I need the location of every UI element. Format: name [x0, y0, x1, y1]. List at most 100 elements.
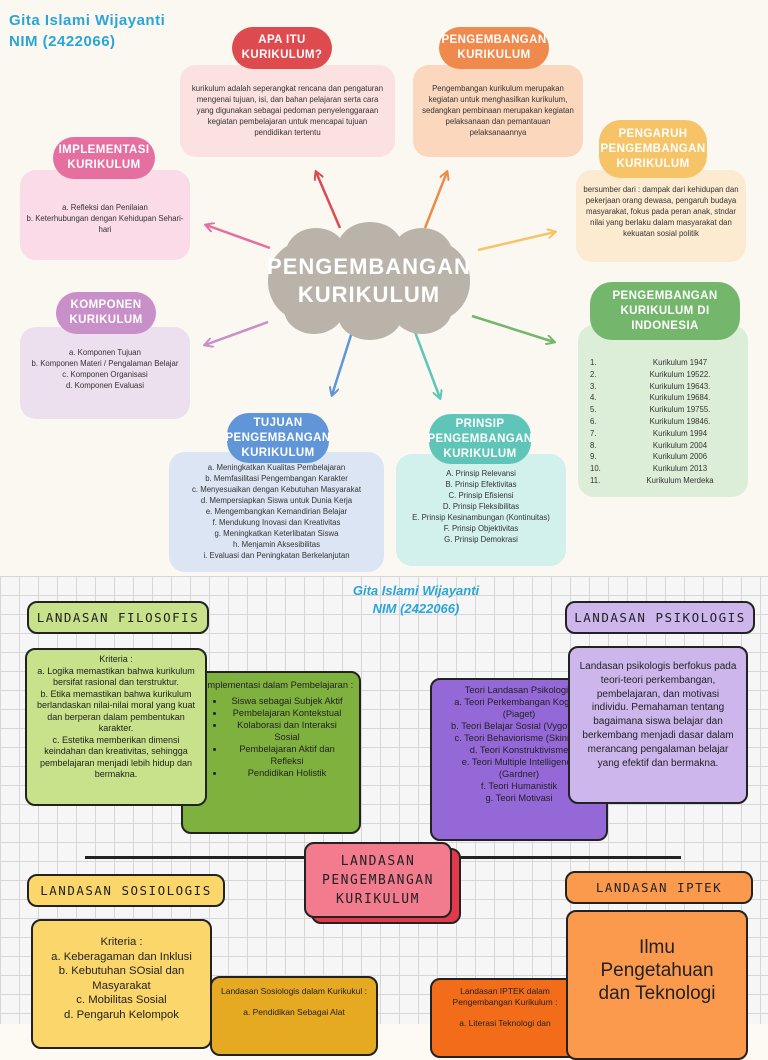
psikologis-header: LANDASAN PSIKOLOGIS — [565, 601, 755, 634]
mindmap-arrows — [0, 0, 768, 576]
sosiologis-header: LANDASAN SOSIOLOGIS — [27, 874, 225, 907]
apa-itu-title: APA ITU KURIKULUM? — [232, 27, 332, 69]
filosofis-impl-box: Implementasi dalam Pembelajaran : Siswa … — [181, 671, 361, 834]
arrow-tujuan — [332, 331, 354, 395]
psikologis-teori-title: Teori Landasan Psikologi : — [464, 685, 574, 695]
tujuan-item: c. Menyesuaikan dengan Kebutuhan Masyara… — [191, 485, 362, 494]
tujuan-item: i. Evaluasi dan Peningkatan Berkelanjuta… — [203, 551, 350, 560]
prinsip-item: D. Prinsip Fleksibilitas — [442, 502, 520, 511]
implementasi-item: b. Keterhubungan dengan Kehidupan Sehari… — [26, 214, 184, 234]
psikologis-teori-item: f. Teori Humanistik — [480, 781, 558, 791]
komponen-item: a. Komponen Tujuan — [69, 348, 141, 357]
indonesia-list-item: 9. Kurikulum 2006 — [590, 451, 730, 463]
author-nim-2: NIM (2422066) — [372, 601, 460, 616]
prinsip-item: E. Prinsip Kesinambungan (Kontinuitas) — [412, 513, 550, 522]
psikologis-teori-item: g. Teori Motivasi — [485, 793, 553, 803]
indonesia-list-item: 8. Kurikulum 2004 — [590, 440, 730, 452]
tujuan-item: a. Meningkatkan Kualitas Pembelajaran — [207, 463, 346, 472]
indonesia-list-item: 7. Kurikulum 1994 — [590, 428, 730, 440]
indonesia-list-item: 5.Kurikulum 19755. — [590, 404, 730, 416]
tujuan-item: h. Menjamin Aksesibilitas — [232, 540, 321, 549]
filosofis-impl-item: Kolaborasi dan Interaksi Sosial — [225, 719, 349, 743]
author-block-2: Gita Islami Wijayanti NIM (2422066) — [326, 582, 506, 618]
komponen-card: a. Komponen Tujuan b. Komponen Materi / … — [20, 327, 190, 419]
implementasi-title: IMPLEMENTASI KURIKULUM — [53, 137, 155, 179]
sosiologis-dalam-box: Landasan Sosiologis dalam Kurikukul : a.… — [210, 976, 378, 1056]
indonesia-list-item: 3. Kurikulum 19643. — [590, 381, 730, 393]
komponen-item: c. Komponen Organisasi — [62, 370, 148, 379]
arrow-pengaruh — [477, 232, 555, 252]
filosofis-impl-item: Pembelajaran Kontekstual — [225, 707, 349, 719]
indonesia-item-number: 4. — [590, 393, 597, 403]
apa-itu-card: kurikulum adalah seperangkat rencana dan… — [180, 65, 395, 157]
prinsip-card: A. Prinsip Relevansi B. Prinsip Efektivi… — [396, 454, 566, 566]
arrow-komponen — [205, 320, 269, 345]
implementasi-card: a. Refleksi dan Penilaian b. Keterhubung… — [20, 170, 190, 260]
prinsip-item: C. Prinsip Efisiensi — [448, 491, 514, 500]
indonesia-item-number: 8. — [590, 440, 597, 450]
iptek-big-box: Ilmu Pengetahuan dan Teknologi — [566, 910, 748, 1060]
indonesia-item-number: 10. — [590, 464, 601, 474]
indonesia-item-number: 3. — [590, 381, 597, 391]
pengembangan-title: PENGEMBANGAN KURIKULUM — [439, 27, 549, 69]
iptek-dalam-box: Landasan IPTEK dalam Pengembangan Kuriku… — [430, 978, 580, 1058]
arrow-apa-itu — [316, 172, 342, 229]
indonesia-list-item: 2. Kurikulum 19522. — [590, 369, 730, 381]
tujuan-item: e. Mengembangkan Kemandirian Belajar — [205, 507, 348, 516]
komponen-title: KOMPONEN KURIKULUM — [56, 292, 156, 334]
landasan-section: Gita Islami Wijayanti NIM (2422066) LAND… — [0, 576, 768, 1060]
iptek-dalam-title: Landasan IPTEK dalam Pengembangan Kuriku… — [452, 986, 558, 1007]
filosofis-impl-item: Pendidikan Holistik — [225, 767, 349, 779]
indonesia-item-number: 6. — [590, 416, 597, 426]
psikologis-teori-item: a. Teori Perkembangan Kognitif (Piaget) — [454, 697, 584, 719]
psikologis-teori-item: d. Teori Konstruktivisme — [469, 745, 569, 755]
indonesia-item-label: Kurikulum 19755. — [649, 405, 711, 415]
arrow-pengembangan — [423, 172, 447, 229]
apa-itu-text: kurikulum adalah seperangkat rencana dan… — [191, 84, 384, 137]
tujuan-card: a. Meningkatkan Kualitas Pembelajaran b.… — [169, 452, 384, 572]
indonesia-item-label: Kurikulum 19846. — [649, 416, 711, 426]
prinsip-item: F. Prinsip Objektivitas — [443, 524, 519, 533]
indonesia-item-label: Kurikulum 2004 — [652, 440, 708, 450]
arrow-implementasi — [206, 225, 271, 250]
sosiologis-dalam-item: a. Pendidikan Sebagai Alat — [243, 1007, 345, 1017]
indonesia-list-item: 11. Kurikulum Merdeka — [590, 475, 730, 487]
prinsip-item: G. Prinsip Demokrasi — [444, 535, 518, 544]
indonesia-item-number: 2. — [590, 369, 597, 379]
center-cloud: PENGEMBANGAN KURIKULUM — [258, 222, 480, 340]
indonesia-item-number: 9. — [590, 452, 597, 462]
indonesia-item-number: 11. — [590, 475, 601, 485]
filosofis-header: LANDASAN FILOSOFIS — [27, 601, 209, 634]
sosiologis-dalam-title: Landasan Sosiologis dalam Kurikukul : — [220, 986, 367, 996]
indonesia-list-item: 1.Kurikulum 1947 — [590, 357, 730, 369]
landasan-center: LANDASAN PENGEMBANGAN KURIKULUM — [304, 842, 452, 918]
prinsip-title: PRINSIP PENGEMBANGAN KURIKULUM — [427, 414, 532, 464]
indonesia-item-label: Kurikulum 2013 — [652, 464, 708, 474]
tujuan-item: f. Mendukung Inovasi dan Kreativitas — [212, 518, 341, 527]
indonesia-item-number: 7. — [590, 428, 597, 438]
prinsip-item: A. Prinsip Relevansi — [446, 469, 516, 478]
indonesia-item-label: Kurikulum Merdeka — [646, 475, 714, 485]
mindmap-section: Gita Islami Wijayanti NIM (2422066) PE — [0, 0, 768, 576]
tujuan-item: g. Meningkatkan Keterlibatan Siswa — [214, 529, 339, 538]
indonesia-item-label: Kurikulum 19643. — [649, 381, 711, 391]
indonesia-item-label: Kurikulum 1947 — [652, 358, 708, 367]
filosofis-impl-title: Implementasi dalam Pembelajaran : — [204, 680, 354, 690]
indonesia-item-label: Kurikulum 19522. — [649, 369, 711, 379]
tujuan-item: d. Mempersiapkan Siswa untuk Dunia Kerja — [200, 496, 353, 505]
filosofis-impl-item: Pembelajaran Aktif dan Refleksi — [225, 743, 349, 767]
psikologis-teori-item: e. Teori Multiple Intelligence (Gardner) — [461, 757, 577, 779]
tujuan-item: b. Memfasilitasi Pengembangan Karakter — [205, 474, 348, 483]
indonesia-list-item: 10. Kurikulum 2013 — [590, 463, 730, 475]
author-block: Gita Islami Wijayanti NIM (2422066) — [9, 10, 165, 52]
filosofis-kriteria-box: Kriteria : a. Logika memastikan bahwa ku… — [25, 648, 207, 806]
indonesia-item-label: Kurikulum 1994 — [652, 428, 708, 438]
pengaruh-title: PENGARUH PENGEMBANGAN KURIKULUM — [599, 120, 707, 178]
filosofis-impl-item: Siswa sebagai Subjek Aktif — [225, 695, 349, 707]
author-name: Gita Islami Wijayanti — [9, 12, 166, 29]
indonesia-title: PENGEMBANGAN KURIKULUM DI INDONESIA — [590, 282, 740, 340]
indonesia-item-label: Kurikulum 2006 — [652, 452, 708, 462]
indonesia-list-item: 6. Kurikulum 19846. — [590, 416, 730, 428]
